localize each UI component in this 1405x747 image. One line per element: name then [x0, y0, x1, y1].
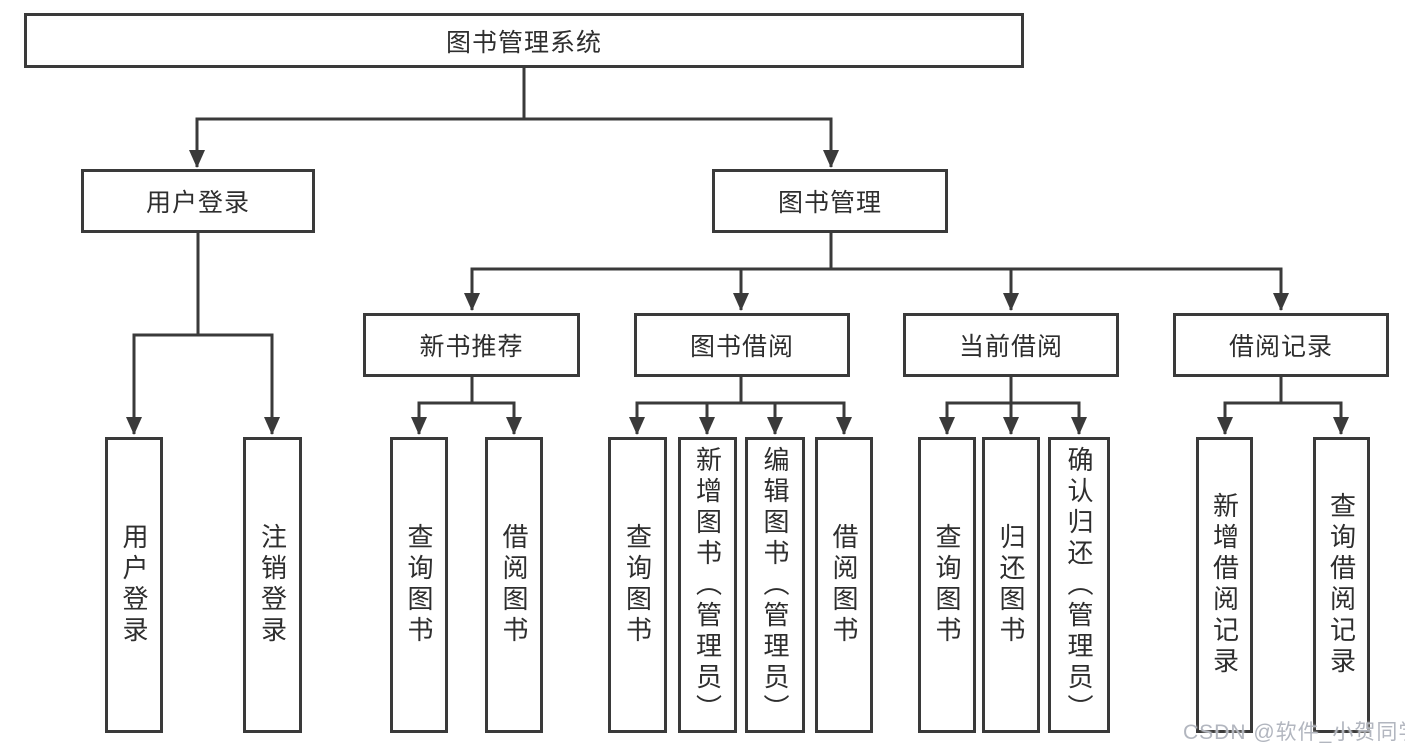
node-borrow-records: 借阅记录	[1173, 313, 1389, 377]
node-book-borrow-label: 图书借阅	[689, 333, 794, 361]
leaf-borrow-borrow-label: 借阅图书	[829, 523, 859, 647]
leaf-borrow-add-admin-label: 新增图书（管理员）	[692, 445, 723, 725]
leaf-borrow-query-label: 查询图书	[622, 523, 653, 647]
leaf-borrow-query: 查询图书	[608, 437, 667, 733]
node-book-borrow: 图书借阅	[634, 313, 850, 377]
leaf-user-login: 用户登录	[105, 437, 163, 733]
leaf-records-add-label: 新增借阅记录	[1209, 492, 1240, 678]
leaf-current-query-label: 查询图书	[932, 523, 962, 647]
leaf-current-confirm-admin: 确认归还（管理员）	[1048, 437, 1110, 733]
leaf-current-query: 查询图书	[918, 437, 976, 733]
leaf-current-confirm-admin-label: 确认归还（管理员）	[1064, 445, 1094, 725]
leaf-current-return-label: 归还图书	[996, 523, 1026, 647]
leaf-borrow-borrow: 借阅图书	[815, 437, 873, 733]
leaf-records-add: 新增借阅记录	[1196, 437, 1253, 733]
watermark: CSDN @软件_小贺同学	[1183, 716, 1405, 746]
node-current-borrow-label: 当前借阅	[958, 333, 1063, 361]
leaf-current-return: 归还图书	[982, 437, 1040, 733]
connector-arrows	[126, 119, 1349, 435]
node-new-book-recommend: 新书推荐	[363, 313, 580, 377]
leaf-newbooks-query: 查询图书	[390, 437, 448, 733]
leaf-newbooks-borrow: 借阅图书	[485, 437, 543, 733]
node-current-borrow: 当前借阅	[903, 313, 1119, 377]
leaf-logout-label: 注销登录	[257, 523, 288, 647]
node-book-management-label: 图书管理	[777, 189, 882, 217]
node-user-login: 用户登录	[81, 169, 315, 233]
leaf-user-login-label: 用户登录	[119, 523, 149, 647]
leaf-logout: 注销登录	[243, 437, 302, 733]
watermark-text: CSDN @软件_小贺同学	[1183, 721, 1405, 744]
leaf-borrow-edit-admin: 编辑图书（管理员）	[745, 437, 805, 733]
leaf-borrow-edit-admin-label: 编辑图书（管理员）	[760, 445, 790, 725]
node-borrow-records-label: 借阅记录	[1228, 333, 1333, 361]
node-book-management: 图书管理	[712, 169, 948, 233]
leaf-newbooks-query-label: 查询图书	[404, 523, 434, 647]
connector-trunks	[132, 66, 1343, 405]
leaf-newbooks-borrow-label: 借阅图书	[499, 523, 529, 647]
node-root: 图书管理系统	[24, 13, 1024, 68]
leaf-borrow-add-admin: 新增图书（管理员）	[678, 437, 737, 733]
node-new-book-recommend-label: 新书推荐	[419, 333, 524, 361]
leaf-records-query-label: 查询借阅记录	[1326, 492, 1357, 678]
node-root-label: 图书管理系统	[445, 28, 602, 57]
node-user-login-label: 用户登录	[145, 189, 250, 217]
leaf-records-query: 查询借阅记录	[1313, 437, 1370, 733]
